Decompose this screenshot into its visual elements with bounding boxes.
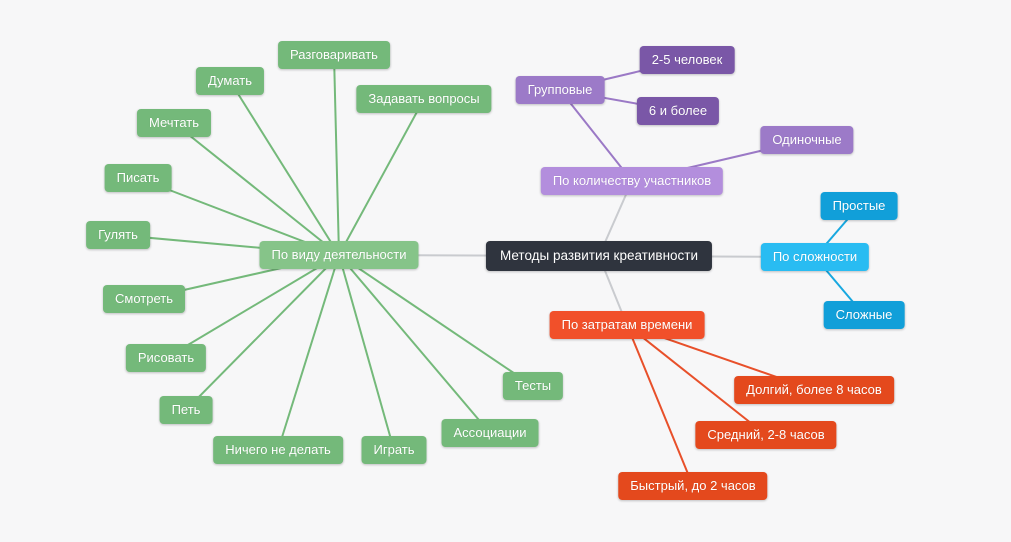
node-po-vidu[interactable]: По виду деятельности	[259, 241, 419, 269]
node-central[interactable]: Методы развития креативности	[485, 241, 713, 271]
node-igrat[interactable]: Играть	[361, 436, 427, 464]
node-po-slozhnosti[interactable]: По сложности	[760, 243, 870, 271]
edge-po-vidu-associacii	[338, 254, 491, 434]
node-razgovarivat[interactable]: Разговаривать	[278, 41, 390, 69]
edge-po-vidu-pet	[185, 254, 340, 411]
edge-po-vidu-nichego	[277, 254, 340, 451]
node-po-zatratam[interactable]: По затратам времени	[549, 311, 705, 339]
node-testy[interactable]: Тесты	[502, 372, 564, 400]
edge-po-zatratam-bystryi	[626, 324, 694, 487]
node-risovat[interactable]: Рисовать	[125, 344, 207, 372]
node-shest-i-bolee[interactable]: 6 и более	[636, 97, 720, 125]
node-bystryi[interactable]: Быстрый, до 2 часов	[618, 472, 768, 500]
node-mechtat[interactable]: Мечтать	[136, 109, 212, 137]
node-sredniy[interactable]: Средний, 2-8 часов	[695, 421, 837, 449]
node-po-kolichestvu[interactable]: По количеству участников	[540, 167, 724, 195]
node-zadavat[interactable]: Задавать вопросы	[356, 85, 492, 113]
edge-po-vidu-igrat	[338, 254, 395, 451]
node-nichego[interactable]: Ничего не делать	[213, 436, 343, 464]
edge-po-vidu-risovat	[165, 254, 340, 359]
edge-po-vidu-dumat	[229, 80, 340, 256]
node-smotret[interactable]: Смотреть	[103, 285, 185, 313]
node-slozhnye[interactable]: Сложные	[823, 301, 905, 329]
node-odinochnye[interactable]: Одиночные	[760, 126, 854, 154]
node-dumat[interactable]: Думать	[195, 67, 265, 95]
node-prostye[interactable]: Простые	[820, 192, 898, 220]
edge-po-zatratam-sredniy	[626, 324, 767, 436]
node-chel-2-5[interactable]: 2-5 человек	[639, 46, 735, 74]
node-gulyat[interactable]: Гулять	[86, 221, 150, 249]
edge-po-vidu-zadavat	[338, 98, 425, 256]
node-pet[interactable]: Петь	[159, 396, 213, 424]
node-pisat[interactable]: Писать	[104, 164, 172, 192]
node-associacii[interactable]: Ассоциации	[441, 419, 539, 447]
edge-po-vidu-mechtat	[173, 122, 340, 256]
edge-po-vidu-testy	[338, 254, 534, 387]
edge-po-kolichestvu-gruppovye	[559, 89, 633, 182]
edge-po-vidu-razgovarivat	[333, 54, 340, 256]
node-gruppovye[interactable]: Групповые	[515, 76, 605, 104]
node-dolgiy[interactable]: Долгий, более 8 часов	[734, 376, 894, 404]
